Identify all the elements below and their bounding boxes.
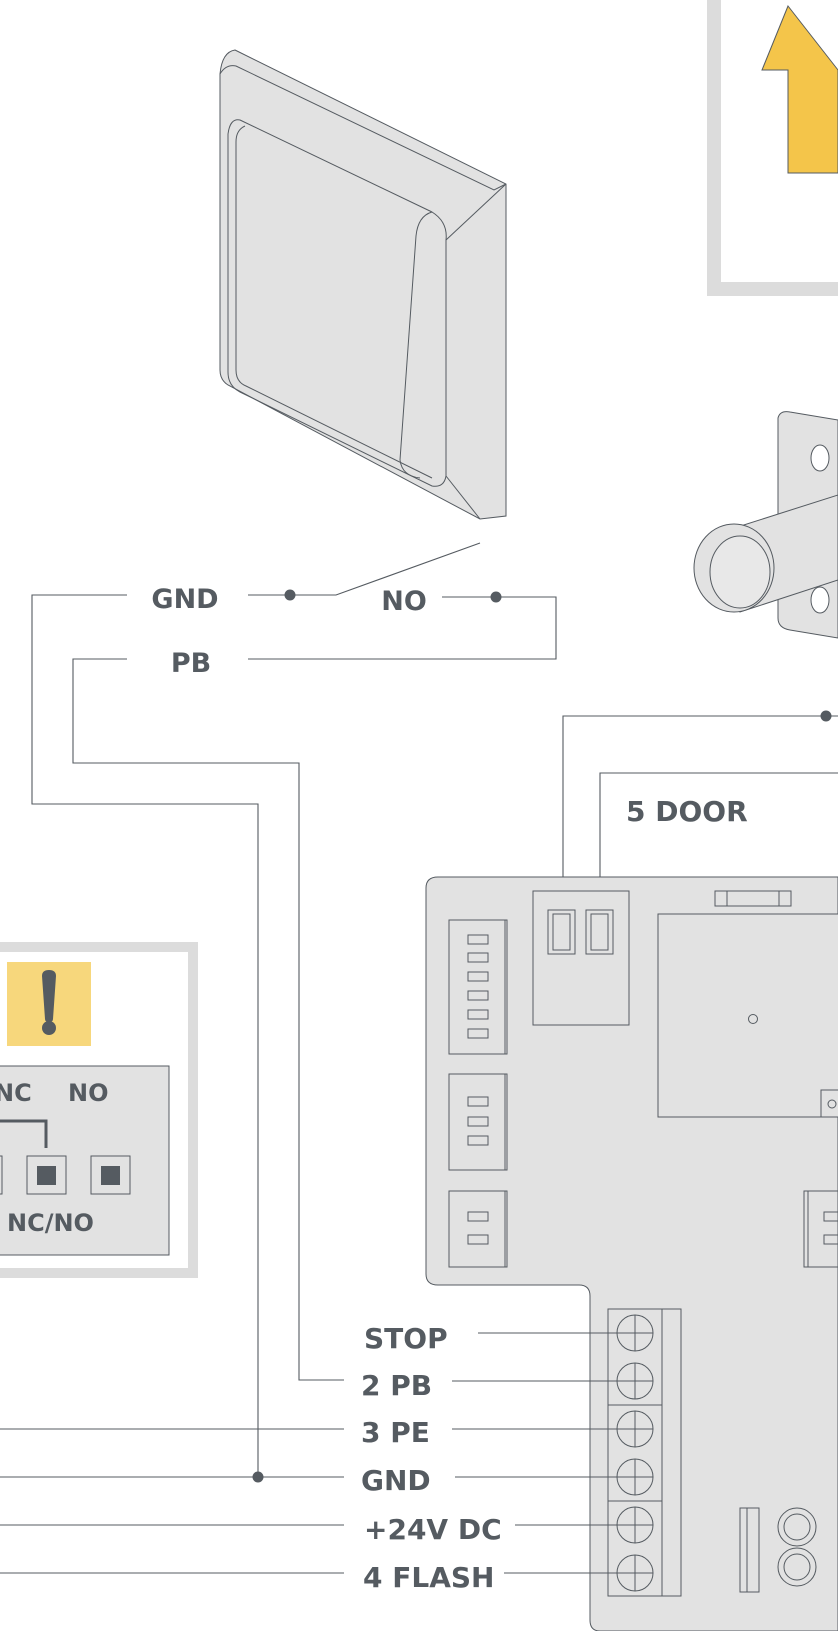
switch-wiring <box>31 542 557 1475</box>
control-board <box>425 876 838 1631</box>
labels: GND NO PB 5 DOOR NC NO NC/NO STOP 2 PB 3… <box>0 584 748 1594</box>
terminal-pb-label: 2 PB <box>361 1369 432 1402</box>
arrow-frame <box>707 0 838 296</box>
push-button-switch <box>219 49 507 520</box>
exclamation-icon <box>42 970 56 1035</box>
jumper-no-label: NO <box>68 1079 109 1107</box>
terminal-leaders <box>0 1332 617 1574</box>
door-label: 5 DOOR <box>626 795 748 828</box>
door-lock <box>693 411 838 639</box>
jumper-nc-label: NC <box>0 1079 32 1107</box>
door-wiring <box>562 710 838 900</box>
terminal-24v-label: +24V DC <box>364 1513 502 1546</box>
terminal-flash-label: 4 FLASH <box>363 1561 494 1594</box>
switch-gnd-label: GND <box>151 584 218 615</box>
terminal-stop-label: STOP <box>364 1322 448 1355</box>
switch-pb-label: PB <box>171 648 211 679</box>
ground-junction-dot <box>252 1471 264 1483</box>
terminal-gnd-label: GND <box>361 1464 431 1497</box>
jumper-note <box>0 942 198 1278</box>
terminal-pe-label: 3 PE <box>361 1416 430 1449</box>
switch-no-label: NO <box>381 586 427 617</box>
jumper-nc-no-label: NC/NO <box>7 1209 94 1237</box>
